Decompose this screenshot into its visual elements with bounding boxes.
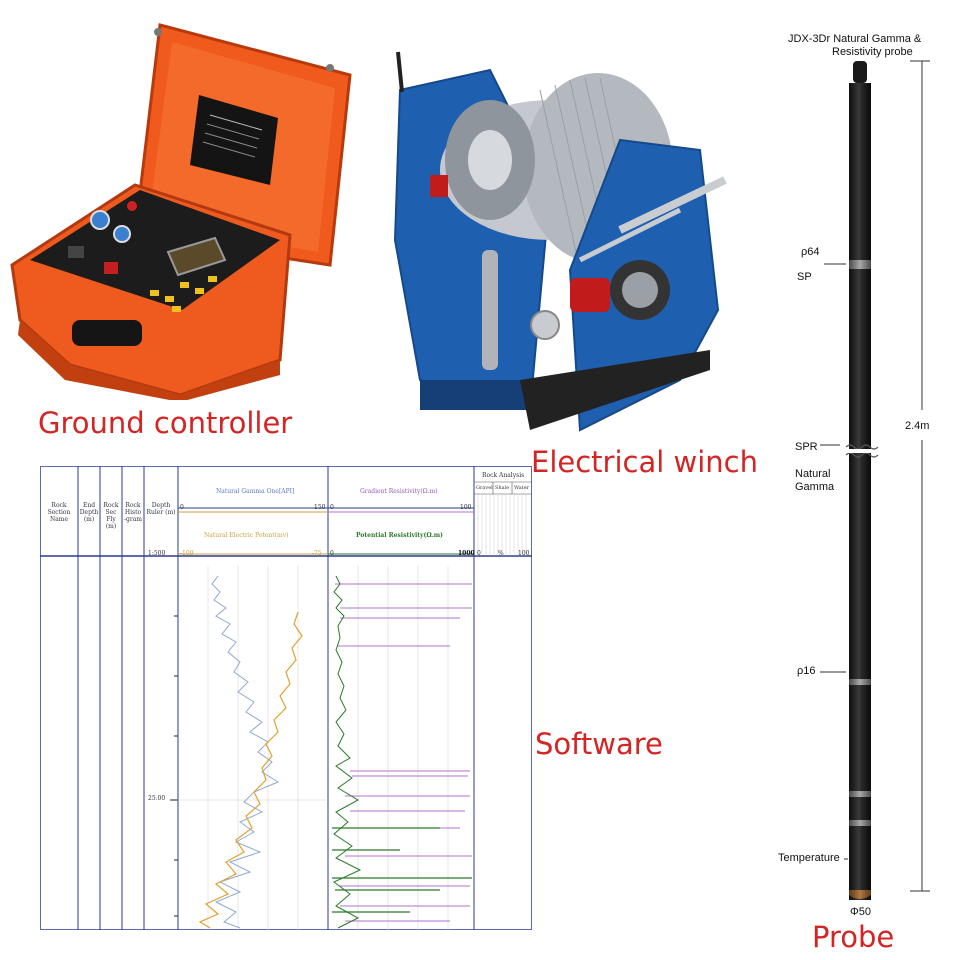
software-caption: Software — [535, 727, 663, 761]
probe-label-temperature: Temperature — [778, 852, 840, 864]
ground-controller-photo — [0, 20, 360, 402]
gamma-title: Natural Gamma One[API] — [216, 488, 295, 495]
potres-min: 0 — [330, 550, 334, 557]
probe-label-gamma: Gamma — [795, 481, 835, 493]
gradient-max: 100 — [460, 504, 472, 511]
rock-axis-mid: % — [498, 550, 504, 557]
potential-title: Natural Electric Potent(mv) — [204, 532, 289, 539]
probe-label-p16: ρ16 — [797, 665, 816, 677]
rock-analysis-title: Rock Analysis — [482, 472, 525, 479]
probe-label-sp: SP — [797, 271, 812, 283]
probe-label-spr: SPR — [795, 441, 818, 453]
electrical-winch-caption: Electrical winch — [531, 445, 758, 479]
probe-diameter-label: Φ50 — [850, 906, 872, 918]
probe-length-label: 2.4m — [905, 420, 930, 432]
probe-illustration — [760, 55, 960, 925]
col-header-rock-histogram: Rock Histo -gram — [123, 502, 142, 523]
scale-label: 1:500 — [148, 550, 166, 557]
rock-col-gravel: Gravel — [476, 485, 493, 491]
col-header-end-depth: End Depth (m) — [79, 502, 99, 523]
probe-title-line1: JDX-3Dr Natural Gamma & — [788, 33, 922, 45]
potres-max: 1000 — [458, 550, 475, 557]
probe-title-line2: Resistivity probe — [832, 46, 913, 58]
col-header-rock-section: Rock Section Name — [47, 502, 71, 523]
probe-label-p64: ρ64 — [801, 246, 820, 258]
probe-label-natural: Natural — [795, 468, 831, 480]
rock-axis-max: 100 — [518, 550, 530, 557]
gradient-min: 0 — [330, 504, 334, 511]
gamma-min: 0 — [180, 504, 184, 511]
col-header-depth-ruler: Depth Ruler (m) — [146, 502, 176, 516]
gamma-max: 150 — [314, 504, 326, 511]
electrical-winch-photo — [380, 50, 740, 450]
rock-axis-min: 0 — [477, 550, 481, 557]
potential-min: -100 — [180, 550, 194, 557]
depth-mark-label: 25.00 — [148, 795, 166, 802]
col-header-rock-sec-fly: Rock Sec Fly (m) — [103, 502, 119, 530]
gradient-title: Gradient Resistivity(Ω.m) — [360, 488, 438, 495]
rock-col-water: Water — [514, 485, 530, 491]
potres-title: Potential Resistivity(Ω.m) — [356, 532, 443, 539]
potential-max: -75 — [312, 550, 322, 557]
ground-controller-caption: Ground controller — [38, 406, 293, 440]
probe-caption: Probe — [812, 920, 895, 954]
rock-col-shale: Shale — [495, 485, 510, 491]
software-log-plot: Rock Section Name End Depth (m) Rock Sec… — [40, 466, 532, 930]
